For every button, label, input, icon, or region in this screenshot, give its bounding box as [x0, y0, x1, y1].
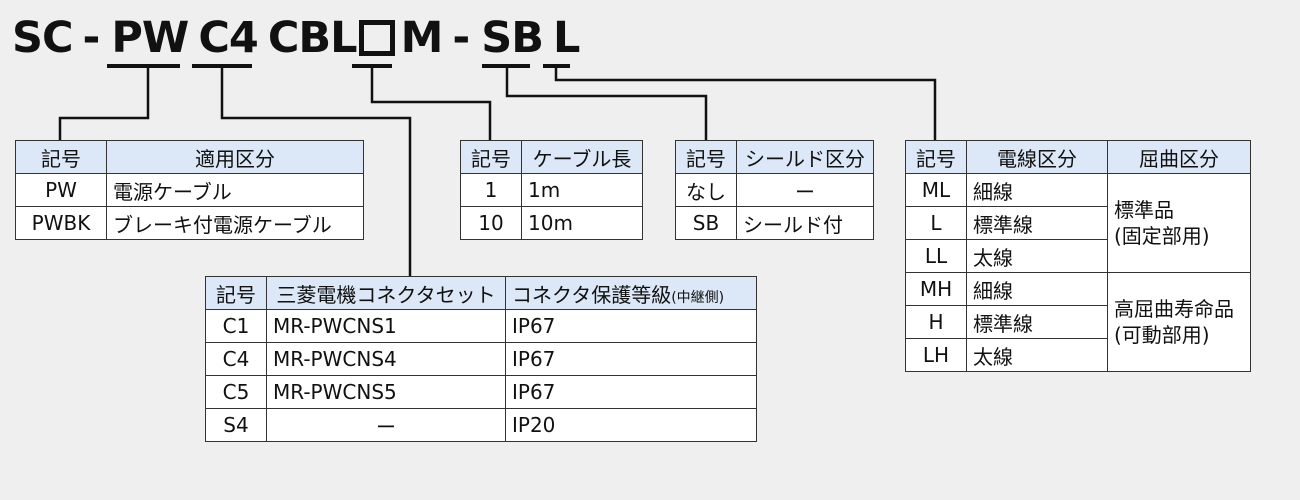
connector-code: C4: [205, 342, 267, 376]
power-type-table: 記号 適用区分 PW 電源ケーブル PWBK ブレーキ付電源ケーブル: [15, 140, 364, 240]
connector-header-set: 三菱電機コネクタセット: [266, 276, 506, 310]
cable-length-table: 記号 ケーブル長 1 1m 10 10m: [460, 140, 643, 240]
length-placeholder-box: [358, 20, 395, 56]
connector-set-table: 記号 三菱電機コネクタセット コネクタ保護等級(中継側) C1 MR-PWCNS…: [205, 276, 757, 442]
shield-desc: シールド付: [736, 206, 874, 240]
wire-type: 太線: [966, 239, 1108, 273]
model-seg-m: M: [400, 13, 444, 63]
length-header-desc: ケーブル長: [521, 140, 643, 174]
model-prefix: SC: [12, 13, 74, 63]
wire-code: LH: [905, 338, 967, 372]
wire-header-wire: 電線区分: [966, 140, 1108, 174]
power-header-desc: 適用区分: [106, 140, 364, 174]
table-row: PWBK ブレーキ付電源ケーブル: [15, 206, 364, 240]
power-code: PWBK: [15, 206, 107, 240]
table-row: C4 MR-PWCNS4 IP67: [205, 342, 757, 376]
connector-set: MR-PWCNS5: [266, 375, 506, 409]
power-header-code: 記号: [15, 140, 107, 174]
shield-header-desc: シールド区分: [736, 140, 874, 174]
wire-code: L: [905, 206, 967, 240]
shield-desc: ー: [736, 173, 874, 207]
table-row: C1 MR-PWCNS1 IP67: [205, 309, 757, 343]
model-seg-c4: C4: [198, 13, 258, 63]
table-row: MH 細線 高屈曲寿命品 (可動部用): [905, 272, 1251, 372]
connector-set: MR-PWCNS4: [266, 342, 506, 376]
connector-code: C5: [205, 375, 267, 409]
wire-code: ML: [905, 173, 967, 207]
flex-group-high-flex: 高屈曲寿命品 (可動部用): [1107, 272, 1251, 372]
table-row: H 標準線: [905, 305, 1251, 339]
connector-header-ip: コネクタ保護等級(中継側): [505, 276, 757, 310]
power-desc: ブレーキ付電源ケーブル: [106, 206, 364, 240]
shield-header-code: 記号: [675, 140, 737, 174]
connector-header-code: 記号: [205, 276, 267, 310]
model-seg-cbl: CBL: [267, 13, 358, 63]
length-header-code: 記号: [460, 140, 522, 174]
model-seg-l: L: [552, 13, 580, 63]
wire-header-code: 記号: [905, 140, 967, 174]
wire-type: 標準線: [966, 206, 1108, 240]
power-code: PW: [15, 173, 107, 207]
leader-length: [370, 66, 492, 140]
shield-type-table: 記号 シールド区分 なし ー SB シールド付: [675, 140, 874, 240]
connector-ip: IP67: [505, 375, 757, 409]
table-row: ML 細線 標準品 (固定部用): [905, 173, 1251, 273]
leader-pw: [58, 66, 150, 140]
table-row: SB シールド付: [675, 206, 874, 240]
connector-code: S4: [205, 408, 267, 442]
shield-code: SB: [675, 206, 737, 240]
flex-group-line2: (可動部用): [1114, 323, 1210, 347]
flex-group-line2: (固定部用): [1114, 224, 1210, 248]
shield-code: なし: [675, 173, 737, 207]
flex-group-line1: 高屈曲寿命品: [1114, 297, 1234, 321]
wire-code: H: [905, 305, 967, 339]
table-row: LH 太線: [905, 338, 1251, 372]
wire-header-flex: 屈曲区分: [1107, 140, 1251, 174]
flex-group-standard: 標準品 (固定部用): [1107, 173, 1251, 273]
connector-set: ー: [266, 408, 506, 442]
connector-code: C1: [205, 309, 267, 343]
length-desc: 1m: [521, 173, 643, 207]
wire-flex-table: 記号 電線区分 屈曲区分 ML 細線 標準品 (固定部用) L 標準線 LL 太…: [905, 140, 1251, 372]
table-row: 1 1m: [460, 173, 643, 207]
table-row: PW 電源ケーブル: [15, 173, 364, 207]
connector-header-ip-main: コネクタ保護等級: [512, 282, 672, 307]
table-row: なし ー: [675, 173, 874, 207]
power-desc: 電源ケーブル: [106, 173, 364, 207]
model-dash-2: -: [452, 13, 470, 63]
wire-type: 太線: [966, 338, 1108, 372]
wire-code: LL: [905, 239, 967, 273]
table-row: 10 10m: [460, 206, 643, 240]
table-row: S4 ー IP20: [205, 408, 757, 442]
connector-ip: IP67: [505, 309, 757, 343]
length-code: 10: [460, 206, 522, 240]
connector-ip: IP20: [505, 408, 757, 442]
flex-group-line1: 標準品: [1114, 198, 1174, 222]
length-code: 1: [460, 173, 522, 207]
wire-type: 細線: [966, 272, 1108, 306]
model-seg-sb: SB: [481, 13, 544, 63]
connector-set: MR-PWCNS1: [266, 309, 506, 343]
leader-sb: [505, 66, 708, 140]
wire-type: 細線: [966, 173, 1108, 207]
length-desc: 10m: [521, 206, 643, 240]
leader-l: [554, 66, 937, 140]
connector-header-ip-sub: (中継側): [671, 289, 725, 306]
model-dash-1: -: [82, 13, 101, 63]
model-seg-pw: PW: [111, 13, 189, 63]
wire-code: MH: [905, 272, 967, 306]
table-row: C5 MR-PWCNS5 IP67: [205, 375, 757, 409]
connector-ip: IP67: [505, 342, 757, 376]
table-row: L 標準線: [905, 206, 1251, 240]
wire-type: 標準線: [966, 305, 1108, 339]
